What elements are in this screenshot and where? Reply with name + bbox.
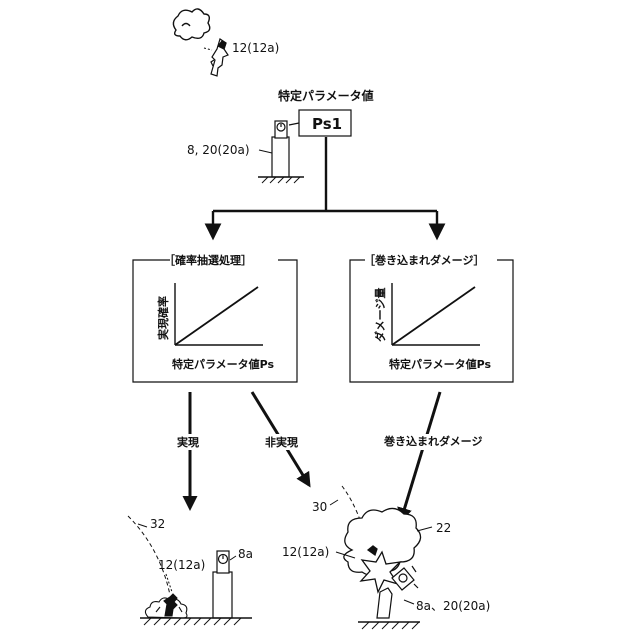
bottom-left-impact-icon	[145, 594, 187, 618]
damage-arrow	[401, 392, 440, 520]
bottom-right-traj-ref: 30	[312, 500, 327, 514]
left-box-xlabel: 特定パラメータ値Ps	[172, 357, 275, 371]
bottom-right-scene: 30 22 12(12a) 8a、20(20a)	[282, 486, 490, 629]
ground-hatch	[262, 177, 300, 183]
bottom-left-missile-ref: 12(12a)	[158, 558, 205, 572]
bottom-left-device-ref: 8a	[238, 547, 253, 561]
right-chart-line	[392, 287, 475, 345]
top-device-icon	[258, 121, 304, 177]
top-smoke-icon	[173, 9, 209, 40]
left-box-ylabel: 実現確率	[156, 296, 170, 340]
not-realized-label: 非実現	[265, 435, 298, 449]
bottom-right-smoke-ref: 22	[436, 521, 451, 535]
left-box-title: ［確率抽選処理］	[164, 253, 252, 267]
bottom-left-scene: 32 12(12a) 8a	[128, 516, 253, 625]
damage-label: 巻き込まれダメージ	[383, 434, 482, 448]
bottom-right-missile-ref: 12(12a)	[282, 545, 329, 559]
bottom-right-device-ref: 8a、20(20a)	[416, 599, 490, 613]
right-box-title: ［巻き込まれダメージ］	[364, 253, 484, 267]
right-box: ［巻き込まれダメージ］ ダメージ量 特定パラメータ値Ps	[350, 253, 513, 382]
param-title: 特定パラメータ値	[278, 88, 374, 103]
param-box-value: Ps1	[312, 115, 342, 133]
right-box-ylabel: ダメージ量	[373, 288, 387, 342]
left-box: ［確率抽選処理］ 実現確率 特定パラメータ値Ps	[133, 253, 297, 382]
top-missile-ref: 12(12a)	[232, 41, 279, 55]
realized-label: 実現	[177, 435, 199, 449]
right-box-xlabel: 特定パラメータ値Ps	[389, 357, 492, 371]
bottom-left-traj-ref: 32	[150, 517, 165, 531]
top-device-ref: 8, 20(20a)	[187, 143, 250, 157]
bottom-left-device-icon	[213, 551, 232, 618]
top-missile-icon	[211, 39, 228, 76]
left-chart-line	[175, 287, 258, 345]
